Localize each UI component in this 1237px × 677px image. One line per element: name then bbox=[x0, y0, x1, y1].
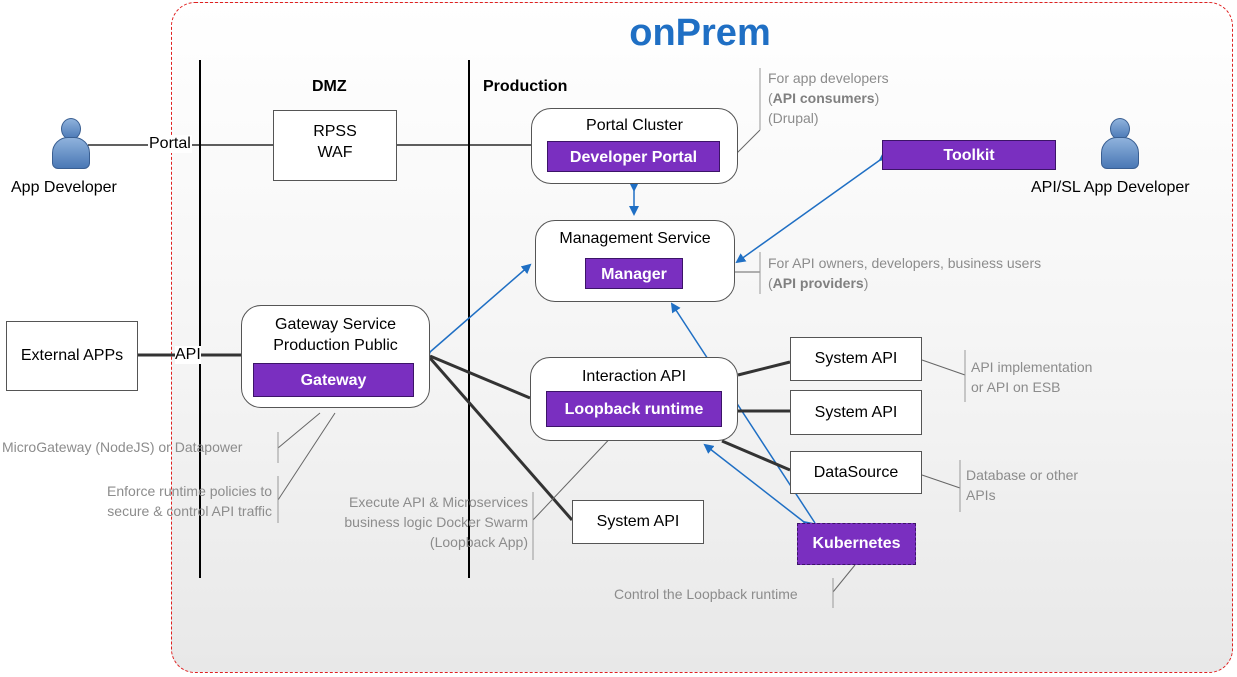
gateway-policy-leader bbox=[277, 412, 336, 501]
app-developer-icon bbox=[52, 118, 90, 169]
waf-label: WAF bbox=[317, 144, 353, 161]
portal-note-line3: (Drupal) bbox=[768, 110, 819, 126]
management-service-title: Management Service bbox=[559, 230, 711, 247]
sysapi-note-leader bbox=[921, 359, 966, 376]
datasource-box[interactable]: DataSource bbox=[790, 451, 922, 494]
kubernetes-note: Control the Loopback runtime bbox=[614, 586, 798, 602]
gateway-policy-note: Enforce runtime policies to secure & con… bbox=[60, 481, 272, 521]
sysapi-note-line1: API implementation bbox=[971, 359, 1093, 375]
sysapi-note: API implementation or API on ESB bbox=[971, 357, 1092, 397]
portal-note-line2: (API consumers) bbox=[768, 90, 880, 106]
gateway-component[interactable]: Gateway bbox=[253, 363, 414, 397]
kubernetes-component[interactable]: Kubernetes bbox=[797, 523, 916, 565]
system-api-1-box[interactable]: System API bbox=[790, 337, 922, 381]
gateway-service-title-1: Gateway Service bbox=[275, 316, 396, 333]
manager-note-line2: (API providers) bbox=[768, 275, 869, 291]
datasource-note-line2: APIs bbox=[966, 487, 996, 503]
manager-note: For API owners, developers, business use… bbox=[768, 253, 1041, 293]
manager-note-line1: For API owners, developers, business use… bbox=[768, 255, 1042, 271]
portal-connector-label: Portal bbox=[148, 135, 192, 153]
api-developer-icon bbox=[1101, 118, 1139, 169]
gateway-systemapi-connector bbox=[428, 357, 574, 521]
loopback-note-line1: Execute API & Microservices bbox=[349, 494, 528, 510]
gateway-impl-note: MicroGateway (NodeJS) or Datapower bbox=[2, 439, 243, 455]
gateway-impl-leader bbox=[277, 412, 321, 449]
portal-note: For app developers (API consumers) (Drup… bbox=[768, 68, 889, 128]
loopback-note-line2: business logic Docker Swarm bbox=[344, 514, 528, 530]
api-consumers-label: API consumers bbox=[772, 90, 875, 106]
gateway-service-title-2: Production Public bbox=[273, 337, 398, 354]
rpss-waf-box[interactable]: RPSS WAF bbox=[273, 110, 397, 181]
loopback-note: Execute API & Microservices business log… bbox=[300, 492, 528, 552]
kubernetes-loopback-arrow bbox=[703, 443, 814, 531]
loopback-note-line3: (Loopback App) bbox=[429, 534, 528, 550]
rpss-label: RPSS bbox=[313, 123, 357, 140]
gateway-manager-arrow bbox=[420, 263, 532, 362]
gateway-policy-line1: Enforce runtime policies to bbox=[107, 483, 272, 499]
interaction-api-title: Interaction API bbox=[581, 368, 687, 385]
external-apps-box[interactable]: External APPs bbox=[6, 321, 138, 391]
app-developer-label: App Developer bbox=[11, 179, 117, 196]
datasource-note: Database or other APIs bbox=[966, 465, 1078, 505]
system-api-2-box[interactable]: System API bbox=[790, 390, 922, 435]
system-api-3-box[interactable]: System API bbox=[572, 500, 704, 544]
zone-label-production: Production bbox=[483, 78, 568, 95]
diagram-title: onPrem bbox=[629, 12, 771, 54]
datasource-note-leader bbox=[921, 474, 961, 489]
toolkit-component[interactable]: Toolkit bbox=[882, 140, 1056, 170]
loopback-note-leader bbox=[532, 429, 619, 521]
kubernetes-note-leader bbox=[832, 564, 856, 593]
gateway-interaction-connector bbox=[429, 354, 531, 400]
api-providers-label: API providers bbox=[772, 275, 864, 291]
datasource-note-line1: Database or other bbox=[966, 467, 1079, 483]
interaction-systemapi1-connector bbox=[737, 360, 791, 377]
sysapi-note-line2: or API on ESB bbox=[971, 379, 1061, 395]
api-connector-label: API bbox=[175, 346, 201, 364]
toolkit-manager-arrow bbox=[735, 151, 890, 264]
api-developer-label: API/SL App Developer bbox=[1031, 179, 1190, 196]
portal-note-line1: For app developers bbox=[768, 70, 889, 86]
manager-component[interactable]: Manager bbox=[585, 258, 683, 289]
loopback-runtime-component[interactable]: Loopback runtime bbox=[546, 391, 722, 427]
zone-label-dmz: DMZ bbox=[312, 78, 347, 95]
gateway-policy-line2: secure & control API traffic bbox=[107, 503, 272, 519]
interaction-datasource-connector bbox=[721, 439, 791, 472]
portal-cluster-title: Portal Cluster bbox=[586, 117, 683, 134]
developer-portal-component[interactable]: Developer Portal bbox=[547, 141, 720, 172]
